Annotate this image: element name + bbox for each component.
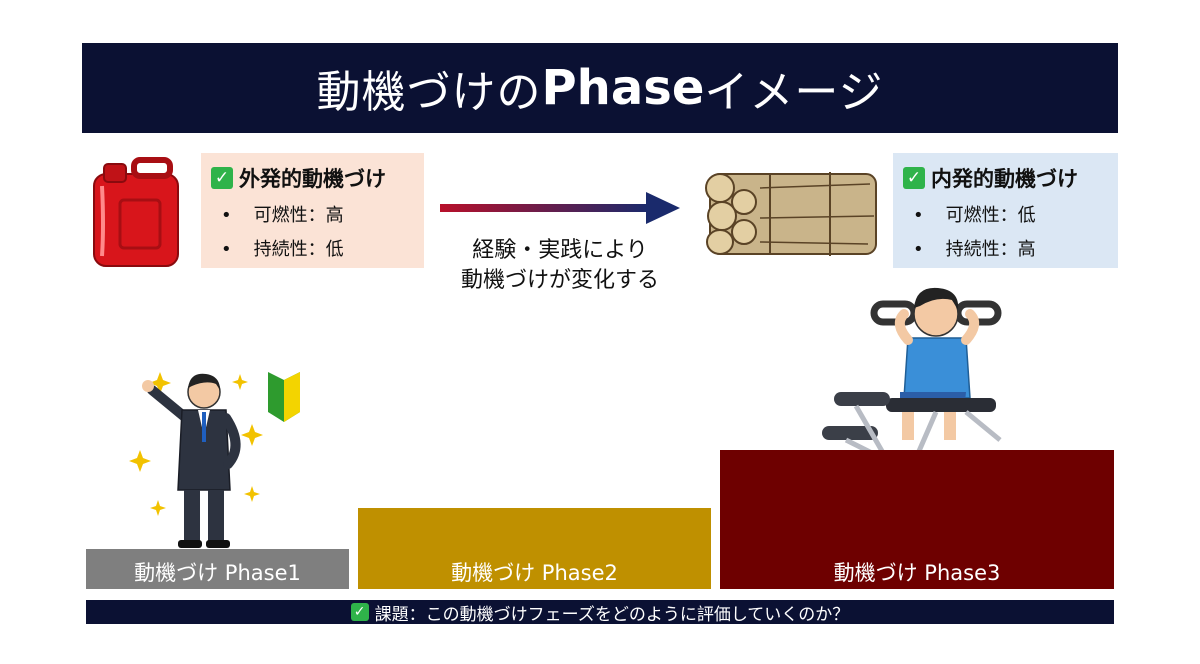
intrinsic-motivation-box: ✓ 内発的動機づけ 可燃性：低 持続性：高	[893, 153, 1118, 268]
extrinsic-list: 可燃性：高 持続性：低	[211, 199, 406, 267]
extrinsic-item-flammability: 可燃性：高	[211, 199, 406, 233]
arrow-caption-line2: 動機づけが変化する	[460, 268, 659, 293]
extrinsic-item-durability: 持続性：低	[211, 233, 406, 267]
extrinsic-motivation-box: ✓ 外発的動機づけ 可燃性：高 持続性：低	[201, 153, 424, 268]
task-banner: ✓ 課題：この動機づけフェーズをどのように評価していくのか？	[86, 600, 1114, 625]
arrow-caption-line1: 経験・実践により	[472, 238, 648, 263]
phase1-label: 動機づけ Phase1	[134, 561, 301, 585]
phase2-bar: 動機づけ Phase2	[358, 508, 711, 589]
extrinsic-heading: 外発的動機づけ	[239, 167, 386, 191]
phase1-bar: 動機づけ Phase1	[86, 549, 349, 589]
phase2-label: 動機づけ Phase2	[451, 561, 618, 585]
intrinsic-list: 可燃性：低 持続性：高	[903, 199, 1100, 267]
intrinsic-item-durability: 持続性：高	[903, 233, 1100, 267]
phase3-label: 動機づけ Phase3	[833, 561, 1001, 585]
beginner-businessman-icon	[128, 366, 308, 550]
title-banner: 動機づけの Phase イメージ	[82, 43, 1118, 133]
check-icon: ✓	[903, 167, 925, 189]
extrinsic-heading-row: ✓ 外発的動機づけ	[211, 163, 406, 193]
arrow-caption: 経験・実践により 動機づけが変化する	[420, 236, 700, 296]
task-text: 課題：この動機づけフェーズをどのように評価していくのか？	[374, 604, 850, 625]
change-arrow	[440, 190, 680, 226]
title-bold: Phase	[541, 60, 705, 116]
title-prefix: 動機づけの	[316, 67, 542, 118]
check-icon: ✓	[350, 603, 369, 621]
intrinsic-heading: 内発的動機づけ	[931, 167, 1078, 191]
firewood-icon	[700, 158, 886, 266]
intrinsic-heading-row: ✓ 内発的動機づけ	[903, 163, 1100, 193]
phase3-bar: 動機づけ Phase3	[720, 450, 1114, 589]
fuel-can-icon	[90, 156, 186, 272]
title-suffix: イメージ	[704, 67, 884, 118]
check-icon: ✓	[211, 167, 233, 189]
training-person-icon	[816, 280, 1006, 466]
intrinsic-item-flammability: 可燃性：低	[903, 199, 1100, 233]
